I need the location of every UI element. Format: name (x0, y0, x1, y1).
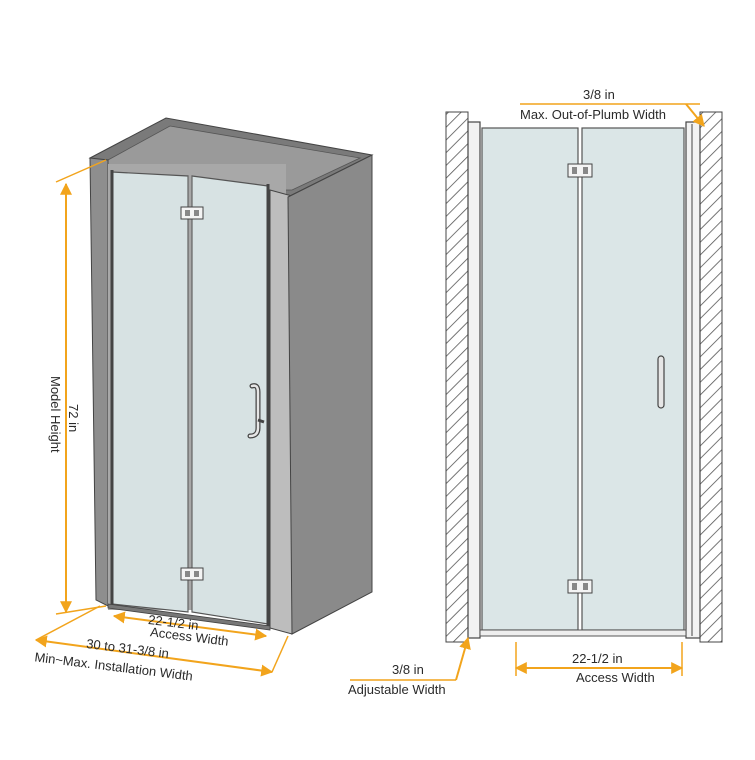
hinge-icon (567, 163, 593, 178)
adjust-value: 3/8 in (392, 662, 424, 677)
door-handle-icon (657, 355, 665, 409)
plumb-caption: Max. Out-of-Plumb Width (520, 107, 666, 122)
plumb-value: 3/8 in (583, 87, 615, 102)
right-access-value: 22-1/2 in (572, 651, 623, 666)
adjust-caption: Adjustable Width (348, 682, 446, 697)
dimension-arrow-icon (350, 103, 705, 681)
glass-panel-right (581, 127, 685, 631)
wall-hatch-icon (699, 111, 723, 643)
door-handle-icon (247, 383, 265, 439)
glass-panel-left (481, 127, 579, 631)
height-caption: Model Height (48, 376, 63, 453)
height-label: 72 in (66, 404, 81, 433)
dimension-arrow-icon (34, 159, 289, 677)
glass-panel-left (111, 171, 189, 613)
hinge-icon (567, 579, 593, 594)
enclosure-right-wall (287, 154, 373, 635)
front-elevation (445, 111, 723, 643)
enclosure-3d (88, 117, 374, 635)
wall-hatch-icon (445, 111, 469, 643)
height-value: 72 in (66, 404, 81, 433)
hinge-icon (180, 567, 204, 581)
enclosure-left-wall (89, 157, 109, 607)
height-caption-label: Model Height (48, 376, 63, 453)
hinge-icon (180, 206, 204, 220)
right-access-caption: Access Width (576, 670, 655, 685)
